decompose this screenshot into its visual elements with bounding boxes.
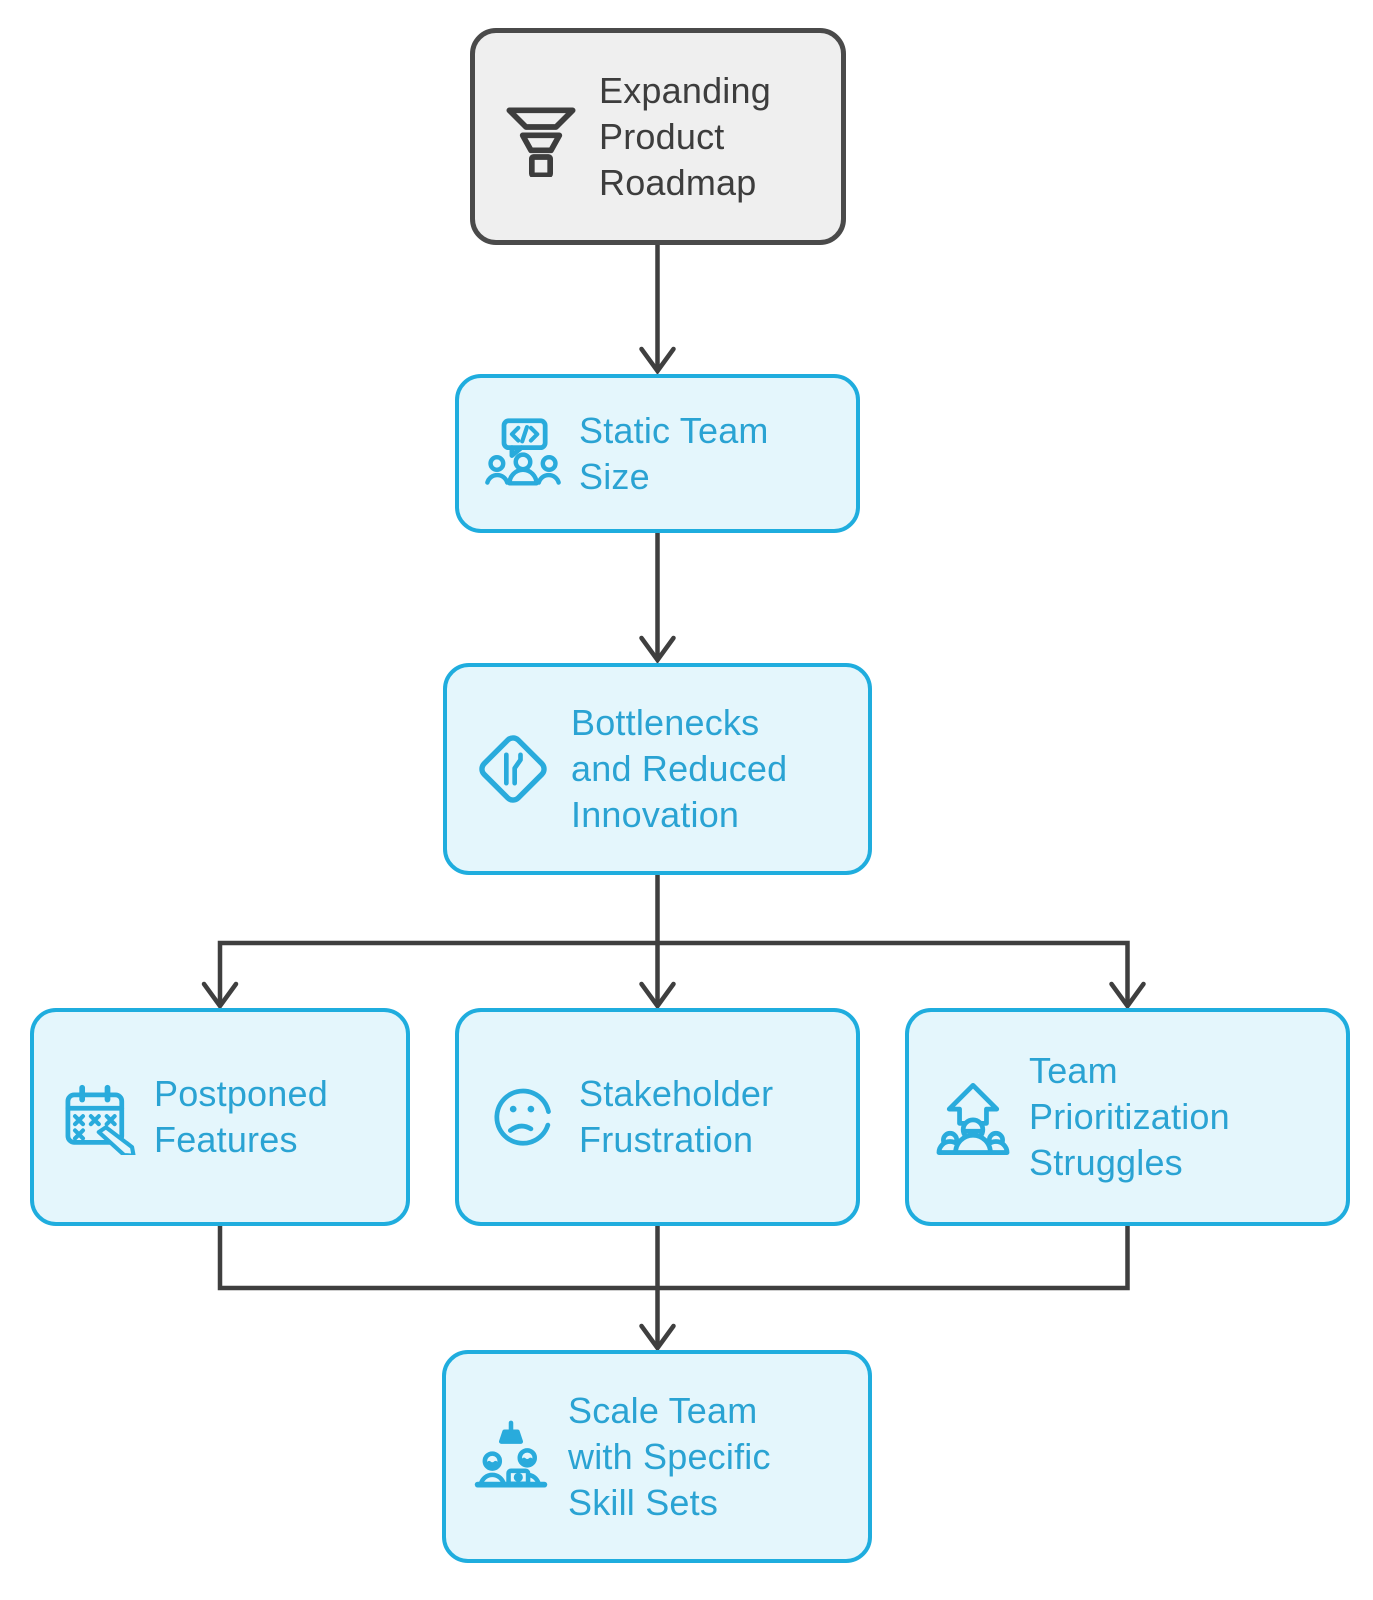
node-label: Stakeholder Frustration (579, 1073, 774, 1160)
code-team-icon (485, 416, 561, 492)
team-growth-icon (935, 1079, 1011, 1155)
node-team-prioritization-struggles: Team Prioritization Struggles (905, 1008, 1350, 1226)
calendar-cancel-icon (60, 1079, 136, 1155)
frustrated-face-icon (485, 1079, 561, 1155)
hiring-desk-icon (472, 1418, 550, 1496)
node-label: Bottlenecks and Reduced Innovation (571, 702, 788, 835)
funnel-icon (501, 97, 581, 177)
node-label: Scale Team with Specific Skill Sets (568, 1389, 771, 1523)
node-scale-team-skill-sets: Scale Team with Specific Skill Sets (442, 1350, 872, 1563)
node-label: Postponed Features (154, 1073, 328, 1160)
node-postponed-features: Postponed Features (30, 1008, 410, 1226)
node-label: Team Prioritization Struggles (1029, 1050, 1230, 1183)
node-label: Expanding Product Roadmap (599, 69, 771, 203)
node-stakeholder-frustration: Stakeholder Frustration (455, 1008, 860, 1226)
node-label: Static Team Size (579, 409, 769, 497)
node-static-team-size: Static Team Size (455, 374, 860, 533)
node-bottlenecks-reduced-innovation: Bottlenecks and Reduced Innovation (443, 663, 872, 875)
road-narrows-icon (473, 729, 553, 809)
node-expanding-product-roadmap: Expanding Product Roadmap (470, 28, 846, 245)
